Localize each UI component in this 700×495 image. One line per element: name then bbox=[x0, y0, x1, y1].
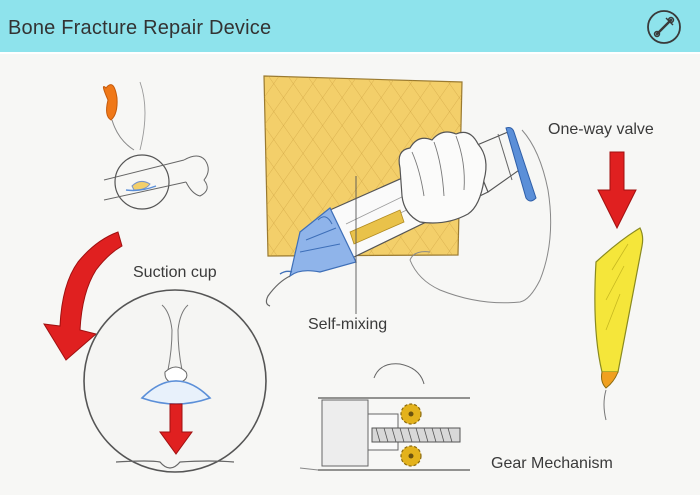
page-title: Bone Fracture Repair Device bbox=[8, 17, 271, 40]
label-self-mixing: Self-mixing bbox=[308, 316, 387, 334]
one-way-valve-sketch bbox=[595, 152, 643, 420]
label-suction-cup: Suction cup bbox=[133, 264, 217, 282]
bone-tool-icon bbox=[646, 9, 682, 45]
gear-mechanism-sketch bbox=[300, 364, 470, 470]
label-gear-mechanism: Gear Mechanism bbox=[491, 455, 613, 473]
bone-injection-sketch bbox=[103, 82, 208, 209]
suction-cup-sketch bbox=[84, 290, 266, 472]
label-one-way-valve: One-way valve bbox=[548, 121, 654, 139]
header-bar: Bone Fracture Repair Device bbox=[0, 0, 700, 54]
